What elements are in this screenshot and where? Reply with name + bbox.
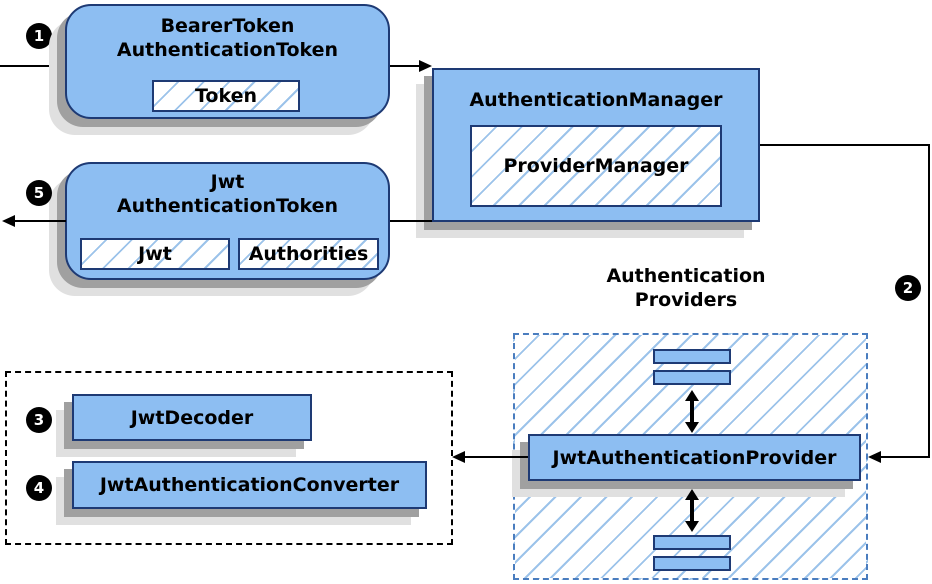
provider-to-converters-line (463, 456, 528, 458)
provider-stack-top-double-arrow-icon (685, 390, 699, 433)
authorities-chip: Authorities (238, 238, 379, 270)
manager-to-jwt-token-line (390, 220, 432, 222)
authentication-manager-title: AuthenticationManager (469, 89, 723, 111)
manager-to-provider-arrowhead-icon (868, 451, 881, 463)
step-1-badge: 1 (26, 23, 52, 49)
bearer-token-node-title: BearerToken AuthenticationToken (67, 14, 388, 62)
bearer-to-manager-arrowhead-icon (419, 60, 432, 72)
authorities-chip-label: Authorities (248, 243, 369, 265)
provider-stack-bottom-bar-2 (653, 556, 731, 571)
jwt-token-out-arrowhead-icon (2, 215, 15, 227)
provider-stack-top-bar-2 (653, 370, 731, 385)
double-arrow-up-head-icon (685, 489, 699, 500)
token-chip: Token (152, 80, 300, 112)
double-arrow-shaft (690, 399, 694, 424)
authentication-providers-label-line2: Providers (634, 289, 738, 311)
jwt-decoder-node: JwtDecoder (72, 394, 312, 441)
jwt-authentication-provider-label: JwtAuthenticationProvider (552, 446, 837, 469)
token-chip-label: Token (194, 85, 258, 107)
jwt-chip: Jwt (80, 238, 230, 270)
provider-to-converters-arrowhead-icon (452, 451, 465, 463)
jwt-authentication-converter-node: JwtAuthenticationConverter (72, 461, 427, 509)
bearer-token-authentication-token-node: BearerToken AuthenticationToken Token (65, 4, 390, 119)
provider-manager-chip-label: ProviderManager (503, 155, 689, 177)
provider-stack-bottom-double-arrow-icon (685, 489, 699, 532)
provider-stack-bottom-bar-1 (653, 535, 731, 550)
double-arrow-down-head-icon (685, 521, 699, 532)
manager-to-provider-line-vertical (928, 144, 930, 458)
step-2-badge: 2 (895, 275, 921, 301)
step-5-badge: 5 (26, 180, 52, 206)
bearer-to-manager-line (390, 65, 421, 67)
jwt-token-title-line2: AuthenticationToken (116, 195, 339, 217)
manager-to-provider-line-bottom (880, 456, 930, 458)
jwt-token-out-line (13, 220, 66, 222)
jwt-authentication-converter-label: JwtAuthenticationConverter (99, 474, 400, 496)
double-arrow-up-head-icon (685, 390, 699, 401)
bearer-token-title-line2: AuthenticationToken (116, 39, 339, 61)
step-3-badge: 3 (26, 407, 52, 433)
authentication-providers-label: Authentication Providers (551, 264, 821, 312)
jwt-decoder-label: JwtDecoder (130, 406, 254, 429)
jwt-token-node-title: Jwt AuthenticationToken (67, 170, 388, 218)
jwt-chip-label: Jwt (138, 243, 172, 265)
jwt-converters-group (5, 371, 453, 545)
jwt-authentication-provider-node: JwtAuthenticationProvider (528, 434, 861, 481)
jwt-token-title-line1: Jwt (210, 171, 245, 193)
provider-stack-top-bar-1 (653, 349, 731, 364)
authentication-providers-group: JwtAuthenticationProvider (513, 333, 868, 580)
double-arrow-shaft (690, 498, 694, 523)
jwt-authentication-token-node: Jwt AuthenticationToken Jwt Authorities (65, 162, 390, 280)
provider-manager-chip: ProviderManager (470, 125, 722, 207)
authentication-providers-label-line1: Authentication (606, 265, 766, 287)
step-4-badge: 4 (26, 475, 52, 501)
authentication-manager-node: AuthenticationManager ProviderManager (432, 68, 760, 222)
bearer-token-title-line1: BearerToken (160, 15, 295, 37)
manager-to-provider-line-top (760, 144, 930, 146)
incoming-request-line (0, 65, 66, 67)
double-arrow-down-head-icon (685, 422, 699, 433)
